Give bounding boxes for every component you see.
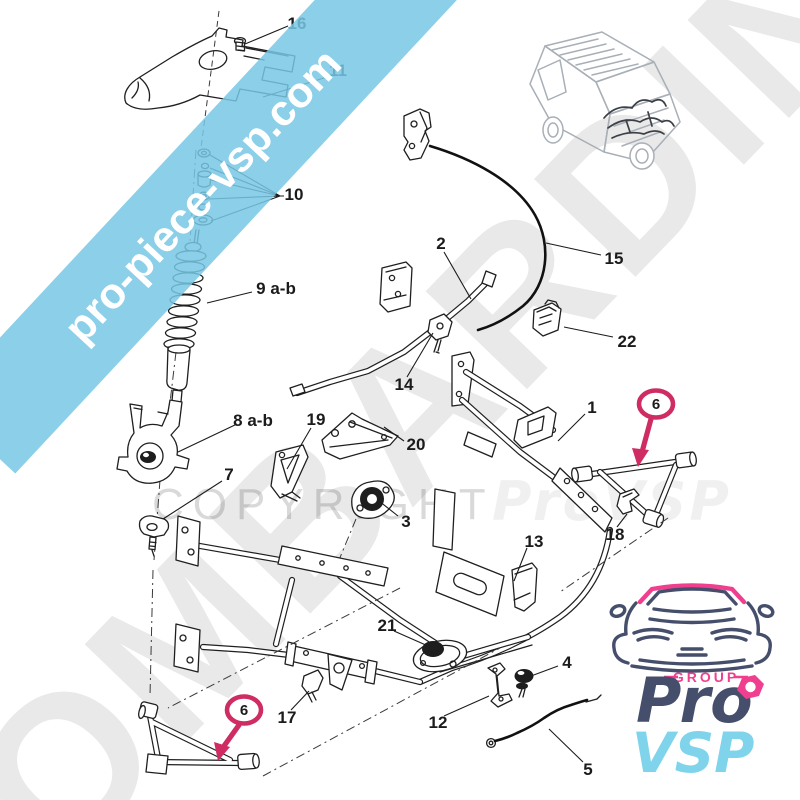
part-label-9ab: 9 a-b [256,279,296,298]
part-label-15: 15 [605,249,624,268]
part-label-7: 7 [224,465,233,484]
part-label-2: 2 [436,234,445,253]
part-11-cover-panel [124,27,296,110]
part-label-18: 18 [606,525,625,544]
part-7-clamp [138,515,170,557]
part-label-20: 20 [407,435,426,454]
logo-hex-nut-icon [737,675,764,699]
highlight-6-lower: 6 [214,694,264,761]
construction-lines [167,517,669,777]
part-8-steering-knuckle [116,399,190,484]
part-14-bar-clamp [427,313,453,354]
part-label-12: 12 [429,713,448,732]
part-17-spacer [301,669,324,703]
highlight-6-upper-label: 6 [652,396,660,413]
part-5-cable [485,694,602,749]
logo-vsp-text: VSP [632,721,755,785]
part-3-engine-mount [338,480,395,561]
part-18-bracket [616,488,640,515]
provsp-logo: GROUP Pro VSP [609,583,775,785]
part-1-chassis-frame [173,351,614,686]
part-9-shock-absorber [163,229,207,403]
part-label-19: 19 [307,410,326,429]
highlight-6-upper: 6 [632,388,676,467]
part-10-washer-stack [192,148,284,226]
part-21-crossmember [284,639,468,691]
part-label-13: 13 [525,532,544,551]
part-label-8ab: 8 a-b [233,411,273,430]
part-label-21: 21 [378,616,397,635]
part-label-1: 1 [587,398,596,417]
part-label-4: 4 [562,653,572,672]
part-13-bracket [511,562,538,612]
part-4-grommet [514,669,534,698]
logo-group-label: GROUP [673,669,739,685]
part-label-17: 17 [278,708,297,727]
part-19-bracket [270,444,309,502]
part-22-clip [532,299,562,337]
reference-car-illustration [529,31,681,170]
part-label-14: 14 [395,375,414,394]
part-20-bracket [321,412,399,460]
part-label-3: 3 [401,512,410,531]
part-label-11: 11 [329,61,347,80]
part-label-22: 22 [618,332,637,351]
highlight-6-lower-label: 6 [240,702,248,719]
logo-pro-text: Pro [636,664,753,737]
logo-car-icon [609,583,775,673]
part-label-10: 10 [285,185,304,204]
part-12-z-bracket [487,662,513,708]
part-label-5: 5 [583,760,592,779]
part-label-16: 16 [288,14,307,33]
